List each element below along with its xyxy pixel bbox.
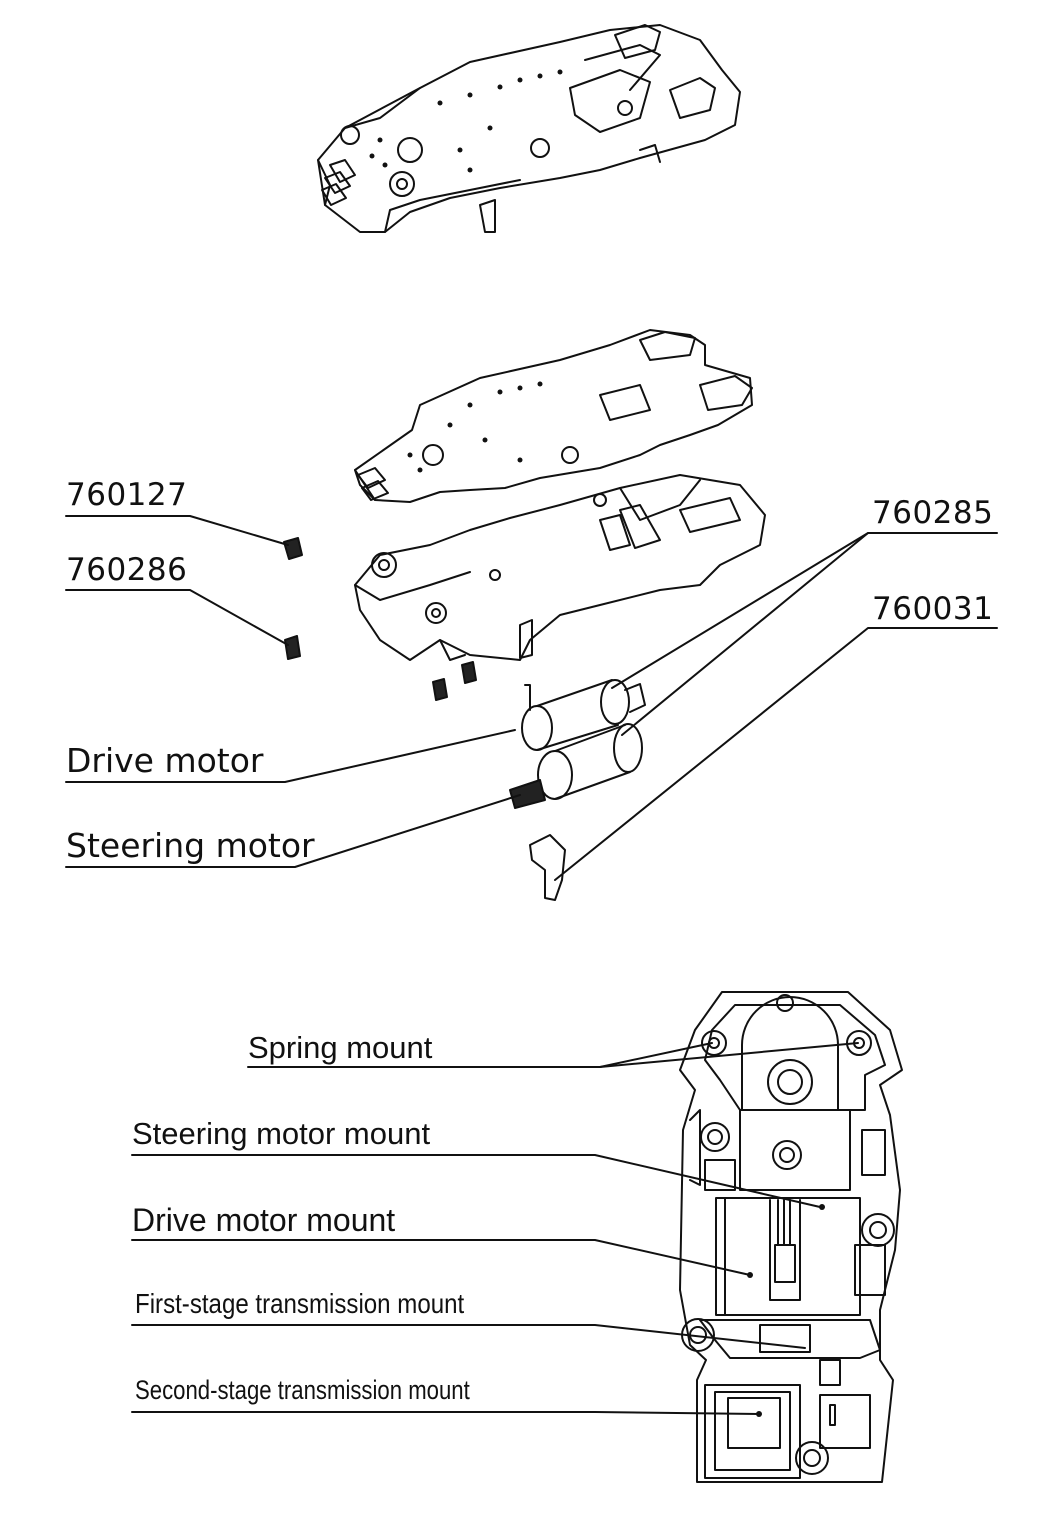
steering-motor xyxy=(509,723,643,809)
drive-motor xyxy=(521,679,646,751)
part-number-760285: 760285 xyxy=(872,495,994,531)
part-number-760031: 760031 xyxy=(872,591,994,627)
screw-b xyxy=(461,661,477,684)
part-number-760286: 760286 xyxy=(66,552,188,588)
label-steering-motor-mount: Steering motor mount xyxy=(132,1116,431,1151)
assembled-chassis xyxy=(317,24,741,233)
part-760031 xyxy=(529,834,566,901)
leader-first-stage-mount xyxy=(131,1324,806,1349)
leader-steering-motor xyxy=(65,794,521,868)
screw-760286 xyxy=(284,635,301,660)
screw-a xyxy=(432,678,448,701)
label-drive-motor-mount: Drive motor mount xyxy=(132,1202,396,1238)
leader-760285 xyxy=(611,532,998,736)
leader-steering-motor-mount xyxy=(131,1154,821,1208)
leader-spring-mount xyxy=(247,1042,859,1068)
leader-second-stage-mount xyxy=(131,1411,760,1415)
leader-drive-motor-mount xyxy=(131,1239,751,1276)
label-first-stage-transmission-mount: First-stage transmission mount xyxy=(135,1288,465,1319)
chassis-plan-view xyxy=(679,991,903,1483)
chassis-frame xyxy=(354,474,766,661)
leader-760031 xyxy=(554,627,998,881)
leader-760127 xyxy=(65,515,289,546)
leader-760286 xyxy=(65,589,289,646)
part-number-760127: 760127 xyxy=(66,477,188,513)
leader-drive-motor xyxy=(65,729,516,783)
label-drive-motor: Drive motor xyxy=(66,741,264,780)
screw-760127 xyxy=(283,537,303,560)
pcb-board xyxy=(354,329,753,503)
label-second-stage-transmission-mount: Second-stage transmission mount xyxy=(135,1375,470,1405)
label-spring-mount: Spring mount xyxy=(248,1030,433,1065)
label-steering-motor: Steering motor xyxy=(66,826,315,865)
